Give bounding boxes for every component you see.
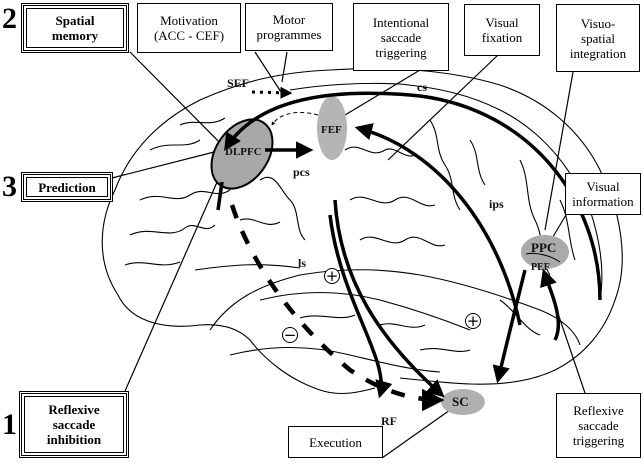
label-dlpfc: DLPFC [225,146,262,158]
plus-sign-icon: + [465,312,481,330]
box-prediction: Prediction [21,172,113,202]
label-rf: RF [381,414,397,428]
label-pcs: pcs [293,165,310,179]
region-sc [441,389,485,415]
label-sef: SEF [227,76,250,90]
label-pef: PEF [531,262,550,273]
plus-sign-icon: + [324,267,340,285]
connector-lines [111,51,586,459]
inhibition-pathway [229,204,445,412]
box-reflexive-saccade-triggering: Reflexive saccade triggering [556,393,641,458]
label-ppc: PPC [531,240,557,255]
label-fef: FEF [321,124,342,136]
brain-outline [101,68,623,395]
box-motivation: Motivation (ACC - CEF) [137,3,241,53]
label-cs: cs [417,80,427,94]
number-2: 2 [2,2,17,35]
pathways [216,91,602,399]
box-spatial-memory: Spatial memory [21,3,129,53]
number-1: 1 [2,408,17,441]
box-intentional-saccade-triggering: Intentional saccade triggering [353,3,449,71]
region-fef [317,96,347,160]
label-ips: ips [489,197,504,211]
region-pef-divider [525,252,561,263]
box-motor-programmes: Motor programmes [245,3,333,51]
motivation-loop [271,112,319,126]
label-sc: SC [452,394,469,409]
box-visual-information: Visual information [565,173,641,215]
box-reflexive-saccade-inhibition: Reflexive saccade inhibition [19,391,129,458]
label-ls: ls [298,256,307,270]
sef-pathway [251,86,293,99]
box-execution: Execution [288,426,383,458]
number-3: 3 [2,170,17,203]
minus-sign-icon: − [282,326,298,344]
box-visual-fixation: Visual fixation [464,4,540,56]
box-visuo-spatial-integration: Visuo- spatial integration [556,4,640,72]
